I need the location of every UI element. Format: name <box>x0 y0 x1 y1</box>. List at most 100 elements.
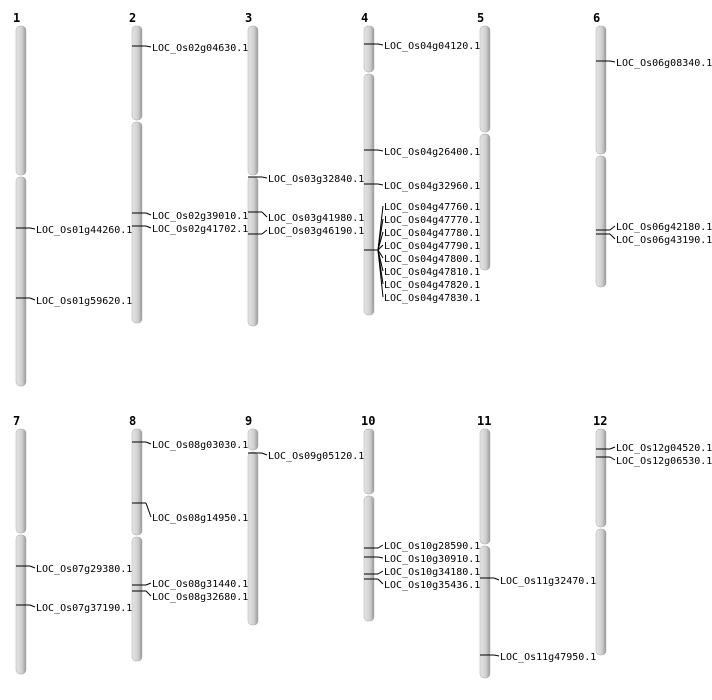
gene-label: LOC_Os12g04520.1 <box>616 443 712 454</box>
gene-label: LOC_Os10g28590.1 <box>384 541 480 552</box>
gene-marker: LOC_Os08g32680.1 <box>132 590 248 603</box>
chromosome-number: 7 <box>13 414 20 428</box>
gene-marker: LOC_Os03g32840.1 <box>248 174 364 185</box>
chromosome-arm-long <box>595 528 607 656</box>
gene-marker: LOC_Os07g29380.1 <box>16 564 132 575</box>
gene-marker: LOC_Os12g04520.1 <box>596 443 712 454</box>
chromosome-number: 8 <box>129 414 136 428</box>
gene-label: LOC_Os02g39010.1 <box>152 211 248 222</box>
gene-label: LOC_Os01g59620.1 <box>36 296 132 307</box>
chromosome-arm-short <box>247 25 259 176</box>
chromosome-arm-short <box>15 428 27 534</box>
gene-label: LOC_Os06g43190.1 <box>616 235 712 246</box>
gene-label: LOC_Os01g44260.1 <box>36 225 132 236</box>
gene-label: LOC_Os07g37190.1 <box>36 603 132 614</box>
chromosome-4: 4LOC_Os04g04120.1LOC_Os04g26400.1LOC_Os0… <box>361 11 480 316</box>
gene-label: LOC_Os02g41702.1 <box>152 224 248 235</box>
gene-marker: LOC_Os01g59620.1 <box>16 296 132 307</box>
gene-label: LOC_Os04g04120.1 <box>384 41 480 52</box>
gene-marker: LOC_Os07g37190.1 <box>16 603 132 614</box>
chromosome-number: 1 <box>13 11 20 25</box>
chromosome-arm-short <box>595 428 607 528</box>
chromosome-arm-long <box>131 536 143 662</box>
chromosome-arm-short <box>131 428 143 536</box>
gene-marker: LOC_Os10g35436.1 <box>364 578 480 591</box>
chromosome-number: 5 <box>477 11 484 25</box>
gene-label: LOC_Os04g26400.1 <box>384 147 480 158</box>
chromosome-arm-short <box>15 25 27 176</box>
chromosome-arm-short <box>131 25 143 121</box>
gene-marker: LOC_Os04g04120.1 <box>364 41 480 52</box>
chromosome-5: 5 <box>477 11 491 271</box>
gene-marker: LOC_Os04g47790.1 <box>364 241 480 252</box>
chromosome-number: 3 <box>245 11 252 25</box>
chromosome-arm-long <box>595 155 607 288</box>
chromosome-arm-long <box>131 121 143 324</box>
gene-label: LOC_Os04g47810.1 <box>384 267 480 278</box>
gene-label: LOC_Os08g03030.1 <box>152 440 248 451</box>
gene-label: LOC_Os06g08340.1 <box>616 58 712 69</box>
gene-marker: LOC_Os06g43190.1 <box>596 233 712 246</box>
gene-label: LOC_Os04g47770.1 <box>384 215 480 226</box>
gene-marker: LOC_Os03g41980.1 <box>248 211 364 224</box>
gene-label: LOC_Os04g47790.1 <box>384 241 480 252</box>
gene-marker: LOC_Os04g26400.1 <box>364 147 480 158</box>
chromosome-arm-long <box>479 133 491 271</box>
gene-label: LOC_Os04g47780.1 <box>384 228 480 239</box>
gene-label: LOC_Os08g14950.1 <box>152 513 248 524</box>
chromosome-number: 11 <box>477 414 491 428</box>
gene-marker: LOC_Os10g34180.1 <box>364 567 480 578</box>
gene-label: LOC_Os04g47760.1 <box>384 202 480 213</box>
gene-label: LOC_Os11g47950.1 <box>500 652 596 663</box>
chromosome-arm-long <box>479 545 491 679</box>
gene-marker: LOC_Os04g47830.1 <box>364 249 480 304</box>
chromosome-arm-short <box>479 428 491 545</box>
chromosome-arm-long <box>247 451 259 626</box>
gene-marker: LOC_Os11g47950.1 <box>480 652 596 663</box>
gene-marker: LOC_Os11g32470.1 <box>480 576 596 587</box>
gene-marker: LOC_Os02g41702.1 <box>132 224 248 235</box>
gene-marker: LOC_Os10g28590.1 <box>364 541 480 552</box>
chromosome-arm-long <box>247 176 259 327</box>
chromosome-arm-long <box>15 176 27 387</box>
chromosome-number: 12 <box>593 414 607 428</box>
gene-marker: LOC_Os08g14950.1 <box>132 502 248 524</box>
chromosome-number: 9 <box>245 414 252 428</box>
chromosome-number: 4 <box>361 11 368 25</box>
chromosome-2: 2LOC_Os02g04630.1LOC_Os02g39010.1LOC_Os0… <box>129 11 248 324</box>
gene-marker: LOC_Os06g08340.1 <box>596 58 712 69</box>
gene-label: LOC_Os11g32470.1 <box>500 576 596 587</box>
gene-marker: LOC_Os03g46190.1 <box>248 226 364 237</box>
gene-label: LOC_Os10g30910.1 <box>384 554 480 565</box>
chromosome-8: 8LOC_Os08g03030.1LOC_Os08g14950.1LOC_Os0… <box>129 414 248 662</box>
gene-label: LOC_Os04g47830.1 <box>384 293 480 304</box>
gene-label: LOC_Os06g42180.1 <box>616 222 712 233</box>
gene-label: LOC_Os08g32680.1 <box>152 592 248 603</box>
gene-marker: LOC_Os09g05120.1 <box>248 451 364 462</box>
chromosome-arm-short <box>247 428 259 451</box>
gene-marker: LOC_Os08g03030.1 <box>132 440 248 451</box>
chromosome-10: 10LOC_Os10g28590.1LOC_Os10g30910.1LOC_Os… <box>361 414 480 622</box>
gene-marker: LOC_Os10g30910.1 <box>364 554 480 565</box>
gene-label: LOC_Os12g06530.1 <box>616 456 712 467</box>
gene-label: LOC_Os02g04630.1 <box>152 43 248 54</box>
gene-label: LOC_Os10g35436.1 <box>384 580 480 591</box>
gene-label: LOC_Os09g05120.1 <box>268 451 364 462</box>
chromosome-arm-long <box>363 495 375 622</box>
chromosome-arm-short <box>479 25 491 133</box>
chromosome-3: 3LOC_Os03g32840.1LOC_Os03g41980.1LOC_Os0… <box>245 11 364 327</box>
gene-label: LOC_Os08g31440.1 <box>152 579 248 590</box>
gene-marker: LOC_Os12g06530.1 <box>596 456 712 467</box>
gene-marker: LOC_Os08g31440.1 <box>132 579 248 590</box>
chromosome-number: 6 <box>593 11 600 25</box>
gene-label: LOC_Os04g47800.1 <box>384 254 480 265</box>
gene-label: LOC_Os03g41980.1 <box>268 213 364 224</box>
chromosome-number: 2 <box>129 11 136 25</box>
